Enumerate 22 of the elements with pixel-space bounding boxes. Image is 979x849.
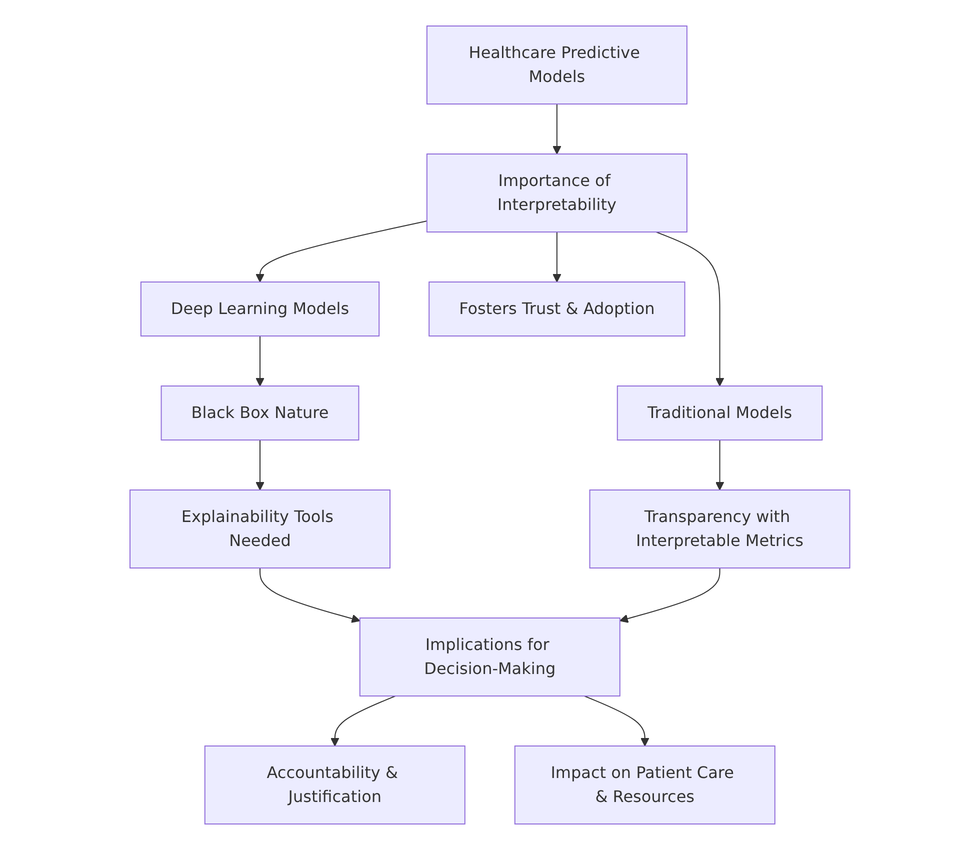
arrow <box>330 694 396 746</box>
arrow <box>255 335 264 386</box>
arrow <box>552 231 561 282</box>
node-box: Traditional Models <box>616 385 822 440</box>
node-box: Fosters Trust & Adoption <box>428 281 685 336</box>
node-box: Explainability Tools Needed <box>129 489 390 568</box>
arrow <box>714 439 724 490</box>
arrow <box>255 220 428 282</box>
arrow <box>259 567 360 622</box>
node-box: Healthcare Predictive Models <box>426 25 688 104</box>
node-box: Implications for Decision-Making <box>359 617 620 696</box>
arrow <box>552 103 561 154</box>
arrow <box>619 567 720 622</box>
arrow <box>583 694 649 746</box>
node-box: Black Box Nature <box>160 385 359 440</box>
arrow <box>255 439 264 490</box>
node-box: Deep Learning Models <box>140 281 380 336</box>
node-box: Importance of Interpretability <box>426 153 688 232</box>
node-box: Transparency with Interpretable Metrics <box>588 489 850 568</box>
node-box: Impact on Patient Care & Resources <box>514 744 775 824</box>
node-box: Accountability & Justification <box>204 744 465 824</box>
arrow <box>655 231 724 386</box>
